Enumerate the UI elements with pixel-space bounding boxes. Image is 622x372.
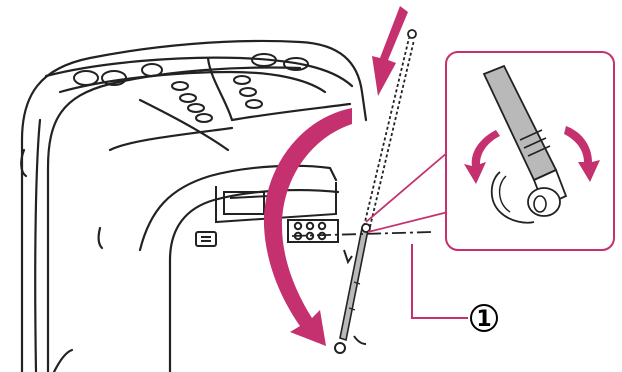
callout-1: 1 [412, 244, 497, 332]
callout-number: 1 [476, 307, 491, 332]
antenna-joint-detail [366, 52, 614, 250]
insert-arrow-icon [372, 6, 408, 96]
